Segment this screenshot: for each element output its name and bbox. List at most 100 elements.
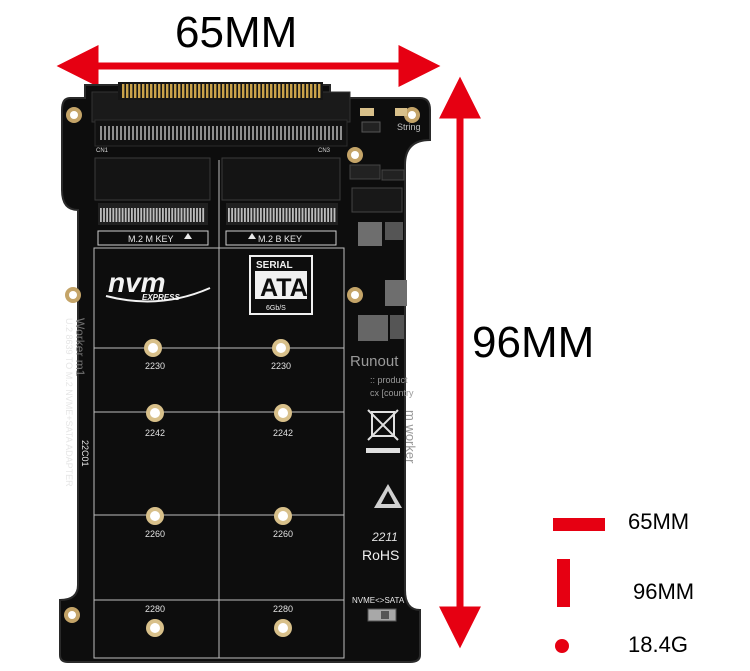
spec-height-label: 96MM <box>633 579 695 604</box>
connector-pin <box>301 208 304 222</box>
connector-pin <box>312 126 314 140</box>
connector-label-cn1: CN1 <box>96 148 109 154</box>
connector-pin <box>328 126 330 140</box>
connector-pin <box>164 126 166 140</box>
connector-pin <box>104 126 106 140</box>
connector-pin <box>170 84 173 98</box>
connector-pin <box>250 84 253 98</box>
connector-pin <box>210 84 213 98</box>
rohs-label: RoHS <box>362 547 399 563</box>
serial-ata-logo: SERIAL ATA 6Gb/S <box>249 255 313 315</box>
connector-pin <box>270 84 273 98</box>
esd-warning-icon <box>374 484 402 508</box>
mount-hole-2242-right <box>274 404 292 422</box>
connector-pin <box>258 84 261 98</box>
mount-label-2230-right: 2230 <box>271 361 291 371</box>
mount-hole-2242-left <box>146 404 164 422</box>
mount-label-2260-left: 2260 <box>145 529 165 539</box>
connector-pin <box>121 208 124 222</box>
connector-pin <box>340 126 342 140</box>
slot-label-m-key: M.2 M KEY <box>128 234 174 244</box>
connector-pin <box>318 84 321 98</box>
connector-pin <box>247 208 249 222</box>
weight-spec-dot <box>555 639 569 653</box>
switch-label: NVME<>SATA <box>352 596 405 605</box>
connector-pin <box>316 126 318 140</box>
watermark-right: m worker <box>403 410 418 464</box>
mount-hole-2260-left <box>146 507 164 525</box>
connector-pin <box>262 84 265 98</box>
connector-pin <box>198 84 201 98</box>
connector-pin <box>284 126 286 140</box>
connector-pin <box>288 208 291 222</box>
connector-pin <box>189 208 192 222</box>
connector-pin <box>152 208 155 222</box>
mount-hole-2260-right <box>274 507 292 525</box>
connector-pin <box>103 208 105 222</box>
connector-pin <box>228 208 230 222</box>
connector-pin <box>106 208 108 222</box>
height-spec-bar <box>557 559 570 607</box>
connector-pin <box>136 126 138 140</box>
connector-pin <box>200 126 202 140</box>
connector-pin <box>188 126 190 140</box>
svg-text:nvm: nvm <box>108 267 166 298</box>
connector-pin <box>218 84 221 98</box>
connector-pin <box>160 126 162 140</box>
connector-pin <box>332 126 334 140</box>
connector-pin <box>112 126 114 140</box>
mount-hole-2280-right <box>274 619 292 637</box>
connector-pin <box>266 84 269 98</box>
connector-pin <box>330 208 333 222</box>
mount-hole-2230-right <box>272 339 290 357</box>
connector-pin <box>292 126 294 140</box>
connector-pin <box>122 84 125 98</box>
connector-pin <box>226 84 229 98</box>
connector-pin <box>298 84 301 98</box>
connector-pin <box>184 126 186 140</box>
nvme-sata-switch <box>367 608 397 622</box>
connector-pin <box>150 84 153 98</box>
svg-text:ATA: ATA <box>260 274 308 302</box>
connector-pin <box>276 208 278 222</box>
connector-pin <box>274 84 277 98</box>
connector-pin <box>231 208 233 222</box>
connector-pin <box>115 208 118 222</box>
connector-pin <box>194 84 197 98</box>
connector-pin <box>333 208 336 222</box>
connector-pin <box>240 126 242 140</box>
model-text: 22C01 <box>80 440 90 467</box>
connector-pin <box>130 84 133 98</box>
connector-pin <box>244 208 246 222</box>
connector-pin <box>324 126 326 140</box>
connector-pin <box>276 126 278 140</box>
connector-pin <box>311 208 313 222</box>
connector-pin <box>310 84 313 98</box>
connector-pin <box>282 84 285 98</box>
connector-pin <box>320 208 323 222</box>
connector-pin <box>202 208 205 222</box>
connector-pin <box>282 208 285 222</box>
connector-pin <box>212 126 214 140</box>
connector-pin <box>134 208 136 222</box>
connector-pin <box>288 126 290 140</box>
connector-pin <box>116 126 118 140</box>
mount-hole-2280-left <box>146 619 164 637</box>
connector-pin <box>178 84 181 98</box>
connector-pin <box>237 208 240 222</box>
arrow-up-icon <box>248 233 256 239</box>
nvm-express-logo: nvm EXPRESS <box>105 267 211 303</box>
connector-pin <box>292 208 294 222</box>
connector-pin <box>263 208 265 222</box>
connector-pin <box>252 126 254 140</box>
board-mount-hole <box>64 607 80 623</box>
connector-pin <box>320 126 322 140</box>
connector-pin <box>269 208 272 222</box>
connector-pin <box>256 208 259 222</box>
connector-pin <box>140 208 143 222</box>
board-mount-hole <box>347 287 363 303</box>
connector-pin <box>202 84 205 98</box>
adapter-description-text: U.2 8639 TO M.2 NVME+SATA ADAPTER <box>64 318 74 487</box>
connector-pin <box>302 84 305 98</box>
